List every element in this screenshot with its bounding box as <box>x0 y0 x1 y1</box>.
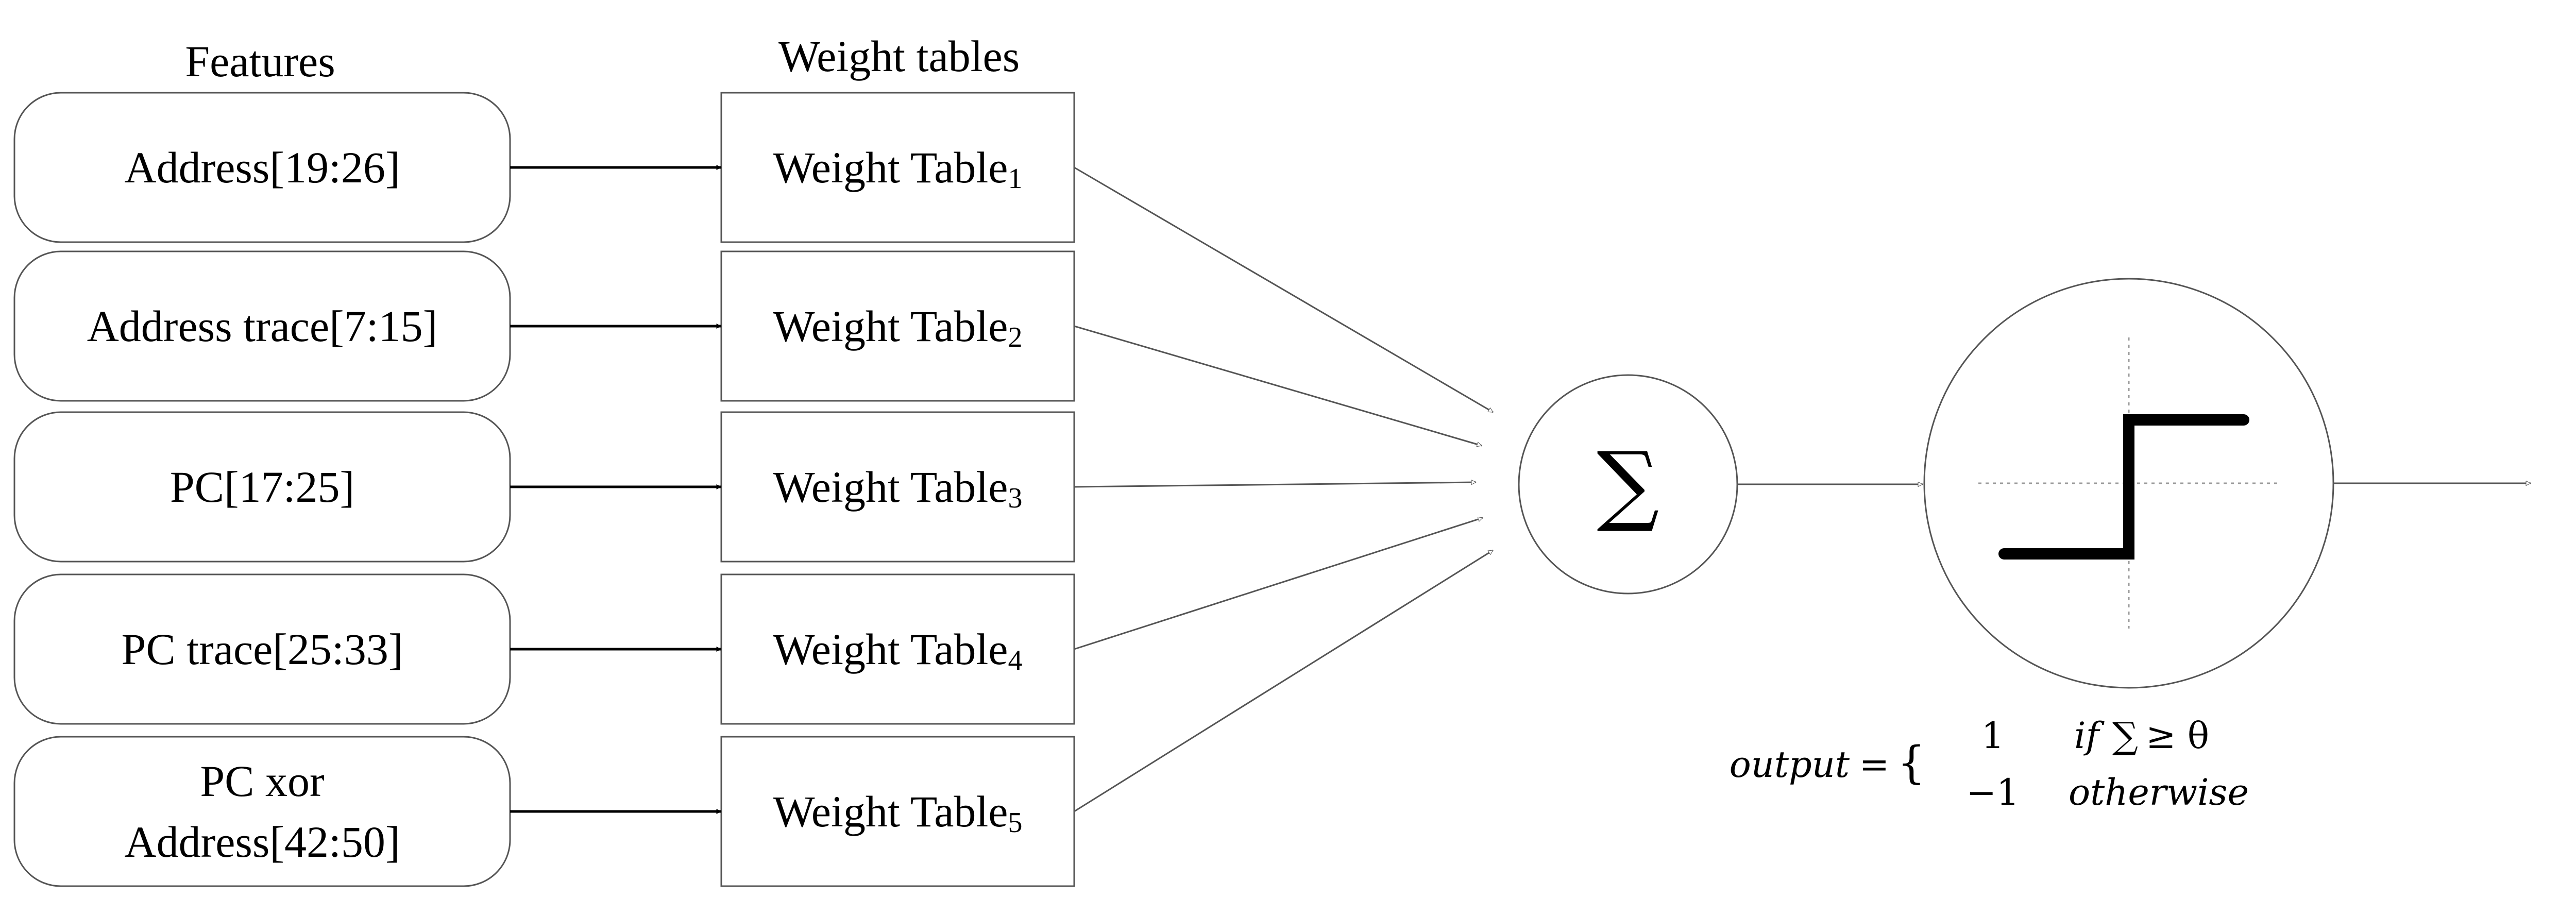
weight-table-box: Weight Table1 <box>720 92 1075 243</box>
formula-case2-condition: otherwise <box>2069 771 2249 814</box>
weight-table-box: Weight Table5 <box>720 736 1075 887</box>
formula-equals: = <box>1859 743 1890 786</box>
feature-box: PC[17:25] <box>13 411 511 563</box>
feature-label: PC xor <box>200 756 324 806</box>
weight-table-subscript: 1 <box>1008 163 1022 195</box>
weight-table-to-sum-arrow <box>1074 518 1483 650</box>
formula-brace: { <box>1897 737 1926 789</box>
weight-table-box: Weight Table4 <box>720 573 1075 725</box>
weight-table-label: Weight Table1 <box>773 143 1023 195</box>
weight-table-name: Weight Table <box>773 787 1008 836</box>
feature-label: PC trace[25:33] <box>122 624 403 674</box>
step-function-curve <box>1998 414 2249 560</box>
weight-table-to-sum-arrow <box>1074 166 1493 413</box>
weight-table-to-sum-arrow <box>1074 549 1493 812</box>
features-column: Address[19:26] Address trace[7:15] PC[17:2… <box>13 92 511 887</box>
feature-box: PC trace[25:33] <box>13 573 511 725</box>
formula-lhs: output <box>1730 743 1850 786</box>
features-header: Features <box>185 37 335 86</box>
weight-table-to-sum-arrow <box>1074 325 1482 446</box>
weight-table-box: Weight Table3 <box>720 411 1075 563</box>
formula-case1-rest: ≥ θ <box>2146 715 2209 757</box>
feature-to-table-arrows <box>510 165 722 814</box>
formula-case1-value: 1 <box>1981 715 2005 757</box>
weight-table-name: Weight Table <box>773 143 1008 192</box>
weight-table-to-sum-arrow <box>1074 482 1476 488</box>
feature-label: PC[17:25] <box>170 462 354 512</box>
weight-tables-header: Weight tables <box>778 31 1020 81</box>
weight-table-label: Weight Table2 <box>773 301 1023 353</box>
summation-symbol: ∑ <box>1597 433 1659 535</box>
weight-table-name: Weight Table <box>773 462 1008 512</box>
summation-node: ∑ <box>1518 374 1738 595</box>
weight-table-name: Weight Table <box>773 624 1008 674</box>
weight-table-box: Weight Table2 <box>720 250 1075 402</box>
feature-box: Address trace[7:15] <box>13 250 511 402</box>
formula-case1-if: if <box>2074 715 2105 757</box>
weight-table-subscript: 3 <box>1008 482 1022 514</box>
weight-table-border <box>720 411 1075 563</box>
weight-table-subscript: 5 <box>1008 807 1022 839</box>
activation-node <box>1923 278 2334 689</box>
weight-table-label: Weight Table3 <box>773 462 1023 514</box>
weight-table-border <box>720 736 1075 887</box>
weight-table-border <box>720 573 1075 725</box>
output-formula: output = { 1 −1 if ∑ ≥ θ otherwise <box>1730 715 2249 814</box>
feature-label: Address[19:26] <box>124 143 400 192</box>
formula-case2-value: −1 <box>1966 771 2019 814</box>
feature-label: Address[42:50] <box>124 817 400 867</box>
weight-table-subscript: 2 <box>1008 321 1022 353</box>
weight-table-name: Weight Table <box>773 301 1008 351</box>
table-to-sum-arrows <box>1074 166 1493 812</box>
weight-table-label: Weight Table4 <box>773 624 1023 676</box>
feature-box: Address[19:26] <box>13 92 511 243</box>
feature-label: Address trace[7:15] <box>87 301 438 351</box>
weight-table-label: Weight Table5 <box>773 787 1023 839</box>
formula-case1-sum: ∑ <box>2112 715 2138 757</box>
weight-table-border <box>720 92 1075 243</box>
weight-table-subscript: 4 <box>1008 645 1022 676</box>
